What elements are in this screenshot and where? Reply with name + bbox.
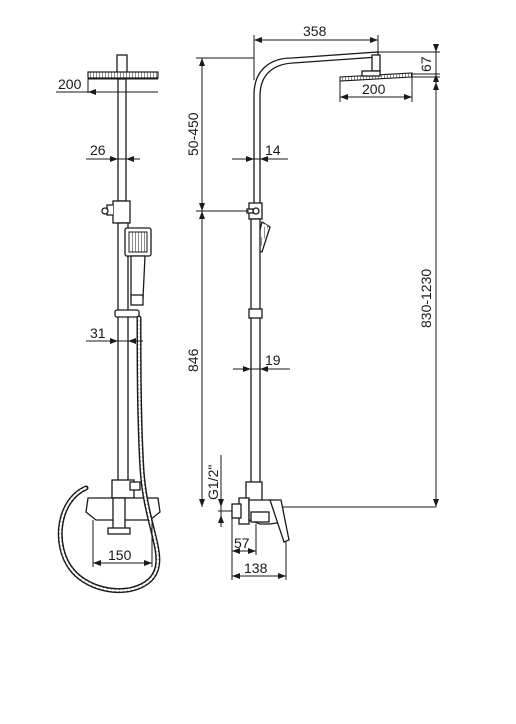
side-upper-pipe-label: 14 bbox=[265, 142, 281, 158]
front-shower-head bbox=[87, 54, 159, 80]
front-diverter bbox=[101, 200, 131, 224]
front-mixer bbox=[85, 479, 161, 535]
side-diverter bbox=[246, 202, 263, 220]
side-arm-reach-label: 358 bbox=[303, 23, 327, 39]
side-outlet-depth-label: 57 bbox=[234, 535, 250, 551]
side-outlet-depth-dimension: 57 bbox=[231, 518, 257, 555]
side-view: 358 67 200 50-450 bbox=[185, 23, 440, 580]
front-head-width-dimension: 200 bbox=[56, 76, 158, 95]
front-hose bbox=[57, 315, 161, 594]
side-mixer bbox=[218, 481, 290, 543]
front-mixer-width-label: 150 bbox=[108, 547, 132, 563]
side-lower-height-label: 846 bbox=[185, 348, 201, 372]
side-lower-pipe-dimension: 19 bbox=[233, 352, 290, 372]
side-thread-label: G1/2" bbox=[205, 465, 221, 500]
side-slide-bracket bbox=[248, 308, 263, 319]
side-shower-arm bbox=[253, 51, 379, 206]
front-lower-pipe-dimension: 31 bbox=[86, 325, 143, 344]
side-arm-reach-dimension: 358 bbox=[253, 23, 379, 80]
front-hand-shower bbox=[124, 227, 152, 306]
side-head-width-dimension: 200 bbox=[339, 77, 413, 102]
front-slide-bracket bbox=[114, 309, 140, 318]
front-upper-pipe bbox=[117, 78, 127, 202]
side-lower-pipe-label: 19 bbox=[265, 352, 281, 368]
side-head-thickness-dimension: 67 bbox=[378, 44, 440, 82]
side-height-adjust-dimension: 50-450 bbox=[185, 57, 254, 212]
front-head-width-label: 200 bbox=[58, 76, 82, 92]
side-total-height-dimension: 830-1230 bbox=[412, 76, 440, 507]
front-lower-pipe-label: 31 bbox=[90, 325, 106, 341]
side-upper-pipe-dimension: 14 bbox=[232, 142, 288, 162]
side-lower-pipe bbox=[250, 218, 261, 484]
side-mixer-depth-label: 138 bbox=[244, 560, 268, 576]
front-upper-pipe-label: 26 bbox=[90, 142, 106, 158]
side-total-height-label: 830-1230 bbox=[418, 269, 434, 328]
side-head-thickness-label: 67 bbox=[418, 56, 434, 72]
side-lower-height-dimension: 846 bbox=[185, 211, 205, 507]
side-head-width-label: 200 bbox=[362, 81, 386, 97]
side-thread-dimension: G1/2" bbox=[205, 455, 224, 527]
side-height-adjust-label: 50-450 bbox=[185, 112, 201, 156]
front-view: 200 26 31 150 bbox=[56, 54, 161, 594]
front-lower-pipe bbox=[117, 222, 129, 484]
front-mixer-width-dimension: 150 bbox=[92, 520, 153, 567]
front-upper-pipe-dimension: 26 bbox=[86, 142, 140, 162]
side-mixer-depth-dimension: 138 bbox=[231, 542, 287, 580]
